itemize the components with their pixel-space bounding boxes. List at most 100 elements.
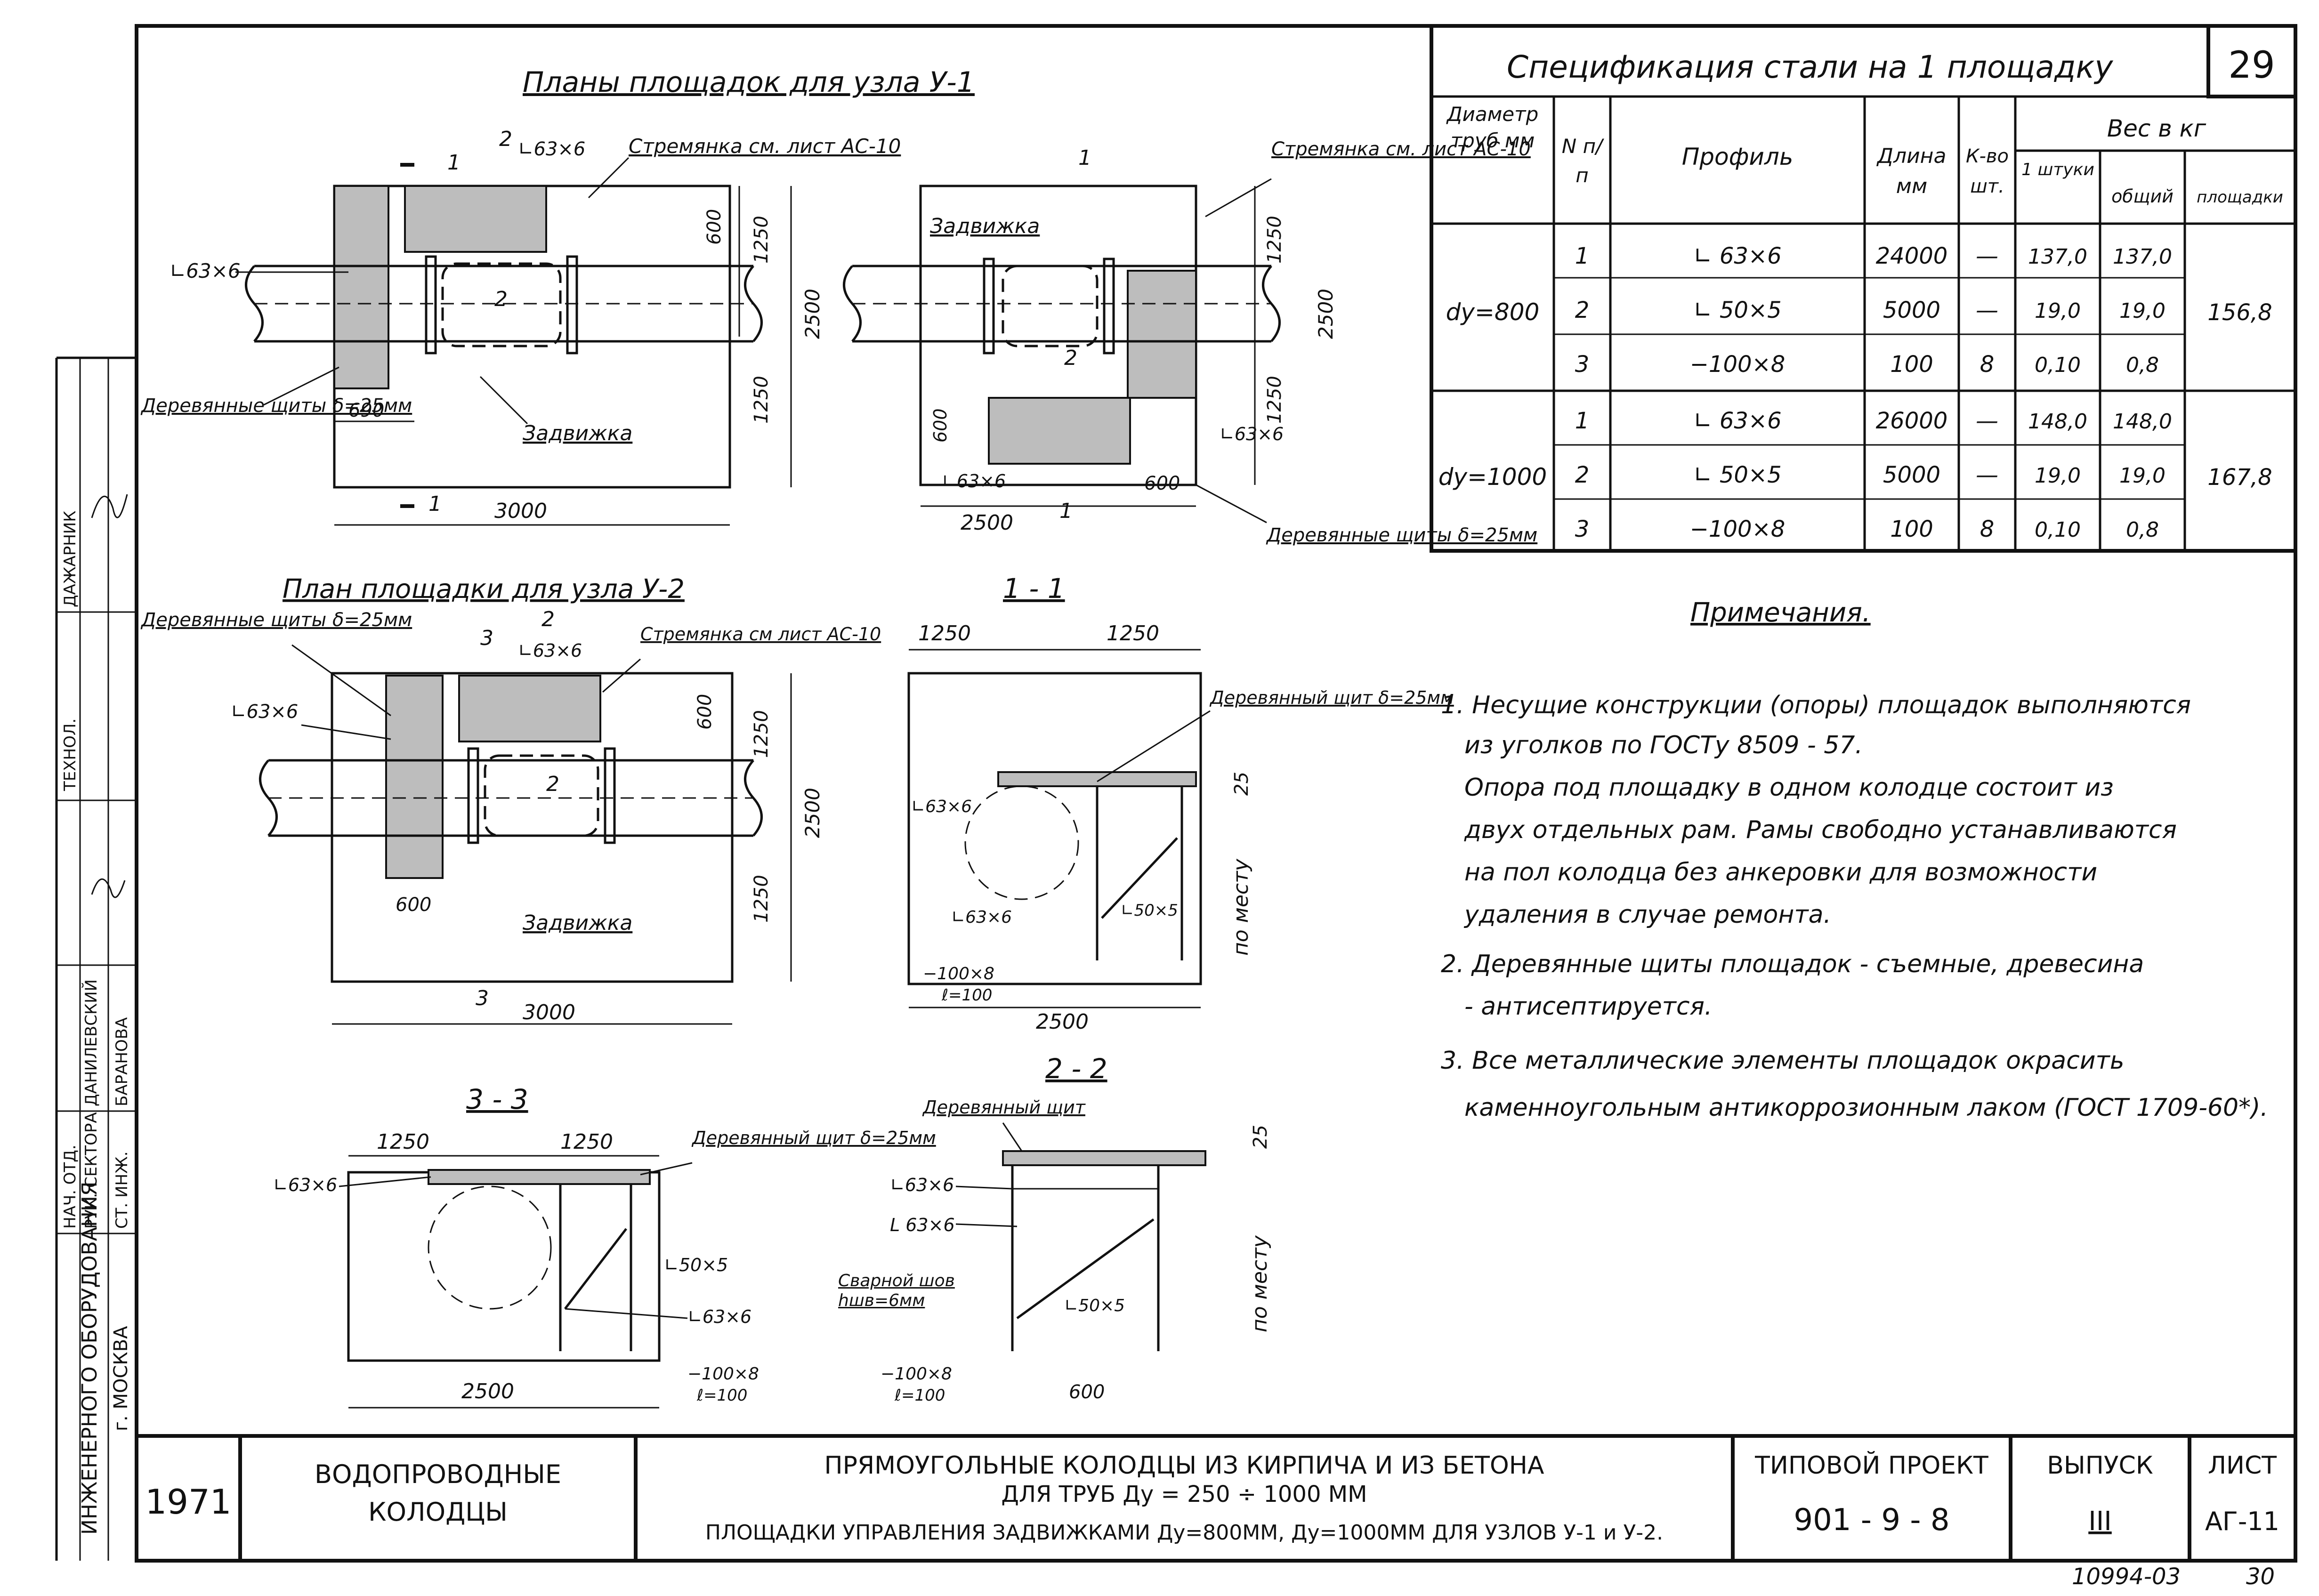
svg-text:−100×8: −100×8	[881, 1364, 952, 1384]
sheet-no: АГ-11	[2205, 1507, 2279, 1536]
svg-text:∟63×6: ∟63×6	[518, 640, 582, 661]
svg-text:5000: 5000	[1883, 462, 1940, 488]
svg-text:2500: 2500	[801, 289, 824, 339]
svg-text:Деревянные щиты δ=25мм: Деревянные щиты δ=25мм	[1266, 524, 1537, 546]
issue-label: ВЫПУСК	[2047, 1451, 2153, 1480]
svg-text:∟50×5: ∟50×5	[664, 1255, 728, 1275]
table-row: 2 ∟ 50×5 5000 — 19,0 19,0	[1575, 297, 2165, 323]
svg-text:3000: 3000	[523, 1000, 575, 1024]
svg-text:137,0: 137,0	[2113, 245, 2172, 269]
svg-text:2500: 2500	[961, 511, 1013, 535]
svg-text:600: 600	[930, 408, 951, 443]
spec-table: Спецификация стали на 1 площадку Диаметр…	[1430, 24, 2297, 553]
group-1-platform: 167,8	[2207, 464, 2272, 491]
side-stamp-name-0: ДАНИЛЕВСКИЙ	[81, 979, 101, 1106]
svg-text:∟63×6: ∟63×6	[231, 701, 298, 723]
org-1: ВОДОПРОВОДНЫЕ	[315, 1459, 561, 1489]
svg-text:8: 8	[1980, 516, 1995, 542]
svg-text:25: 25	[1250, 1125, 1271, 1149]
svg-text:600: 600	[1144, 473, 1180, 494]
svg-text:∟63×6: ∟63×6	[911, 797, 972, 816]
side-stamp-row-1: РУК. СЕКТОРА	[82, 1112, 101, 1229]
sheet-number: 29	[2228, 44, 2275, 87]
header-qty: К-во шт.	[1966, 145, 2009, 197]
mark-2: 2	[499, 127, 512, 151]
svg-text:3: 3	[1575, 351, 1590, 378]
notes-title: Примечания.	[1690, 597, 1871, 628]
svg-text:ℓ=100: ℓ=100	[941, 986, 992, 1005]
group-0-diameter: dу=800	[1446, 298, 1540, 326]
header-num: N п/п	[1561, 135, 1603, 187]
issue-no: III	[2088, 1506, 2112, 1537]
year: 1971	[145, 1482, 231, 1522]
svg-text:Задвижка: Задвижка	[930, 214, 1040, 238]
header-weight: Вес в кг	[2107, 115, 2206, 142]
svg-text:2500: 2500	[1314, 289, 1337, 339]
svg-text:1 - 1: 1 - 1	[1003, 572, 1065, 605]
table-row: 3 −100×8 100 8 0,10 0,8	[1575, 516, 2159, 542]
svg-text:1: 1	[428, 492, 442, 516]
svg-text:Деревянный щит: Деревянный щит	[922, 1097, 1086, 1118]
svg-text:ℓ=100: ℓ=100	[696, 1386, 747, 1405]
note-line: удаления в случае ремонта.	[1463, 901, 1831, 929]
svg-text:∟50×5: ∟50×5	[1064, 1296, 1125, 1315]
svg-text:24000: 24000	[1876, 243, 1948, 269]
svg-text:1250: 1250	[377, 1130, 429, 1154]
svg-text:∟50×5: ∟50×5	[1121, 901, 1178, 920]
note-line: каменноугольным антикоррозионным лаком (…	[1464, 1094, 2268, 1122]
header-piece: 1 штуки	[2021, 160, 2094, 179]
svg-text:100: 100	[1890, 516, 1933, 542]
signature-1	[91, 879, 126, 898]
side-stamp-col-1: ДАЖАРНИК	[61, 511, 80, 607]
title-3: ПЛОЩАДКИ УПРАВЛЕНИЯ ЗАДВИЖКАМИ Ду=800ММ,…	[705, 1521, 1663, 1545]
title-block: 1971 ВОДОПРОВОДНЫЕ КОЛОДЦЫ ПРЯМОУГОЛЬНЫЕ…	[137, 1434, 2295, 1561]
table-row: 1 ∟ 63×6 24000 — 137,0 137,0	[1575, 243, 2172, 269]
svg-text:26000: 26000	[1876, 408, 1948, 434]
svg-text:—: —	[1976, 243, 1998, 269]
svg-text:Деревянный щит δ=25мм: Деревянный щит δ=25мм	[691, 1128, 936, 1148]
svg-text:0,8: 0,8	[2126, 518, 2159, 542]
svg-text:2: 2	[1575, 297, 1590, 323]
svg-text:∟63×6: ∟63×6	[687, 1306, 751, 1327]
svg-text:L 63×6: L 63×6	[890, 1215, 955, 1235]
svg-text:—: —	[1976, 462, 1998, 488]
svg-text:100: 100	[1890, 351, 1933, 378]
side-stamp-row-2: СТ. ИНЖ.	[113, 1151, 131, 1229]
section-3-3: 3 - 3 1250 1250 Деревянный щит δ=25мм ∟6…	[273, 1083, 936, 1409]
svg-text:8: 8	[1980, 351, 1995, 378]
group-1-diameter: dу=1000	[1438, 463, 1547, 491]
section-1-1: 1 - 1 1250 1250 Деревянный щит δ=25мм ∟6…	[907, 572, 1454, 1034]
svg-text:−100×8: −100×8	[923, 964, 994, 983]
svg-text:ℓ=100: ℓ=100	[894, 1386, 945, 1405]
svg-text:2: 2	[494, 287, 508, 311]
signature-2	[91, 494, 128, 518]
note-line: 3. Все металлические элементы площадок о…	[1441, 1047, 2124, 1075]
weld-label: Сварной шов hшв=6мм	[838, 1271, 955, 1310]
mark-1: 1	[447, 151, 461, 175]
svg-text:—: —	[1976, 297, 1998, 323]
svg-text:Стремянка см. лист АС-10: Стремянка см. лист АС-10	[1271, 138, 1531, 160]
svg-text:1250: 1250	[918, 621, 971, 645]
svg-text:19,0: 19,0	[2119, 299, 2165, 323]
group-0-platform: 156,8	[2207, 299, 2272, 326]
svg-text:25: 25	[1231, 772, 1252, 796]
svg-text:1250: 1250	[751, 710, 772, 758]
svg-text:690: 690	[348, 400, 384, 421]
svg-text:2: 2	[1064, 346, 1077, 370]
svg-text:Стремянка см лист АС-10: Стремянка см лист АС-10	[640, 624, 881, 645]
header-platform: площадки	[2197, 188, 2283, 207]
svg-text:148,0: 148,0	[2028, 410, 2087, 434]
svg-text:∟63×6: ∟63×6	[1220, 424, 1284, 444]
svg-text:2 - 2: 2 - 2	[1045, 1053, 1107, 1085]
svg-text:—: —	[1976, 408, 1998, 434]
svg-text:∟ 63×6: ∟ 63×6	[1693, 408, 1781, 434]
svg-text:0,10: 0,10	[2035, 353, 2081, 377]
valve-label: Задвижка	[523, 421, 632, 445]
svg-text:Задвижка: Задвижка	[523, 911, 632, 935]
svg-text:5000: 5000	[1883, 297, 1940, 323]
svg-text:2500: 2500	[461, 1379, 514, 1403]
side-stamp-org: ИНЖЕНЕРНОГО ОБОРУДОВАНИЯ	[78, 1182, 102, 1535]
project-label: ТИПОВОЙ ПРОЕКТ	[1754, 1451, 1988, 1480]
note-line: двух отдельных рам. Рамы свободно устана…	[1464, 816, 2177, 844]
svg-text:∟63×6: ∟63×6	[951, 908, 1012, 927]
